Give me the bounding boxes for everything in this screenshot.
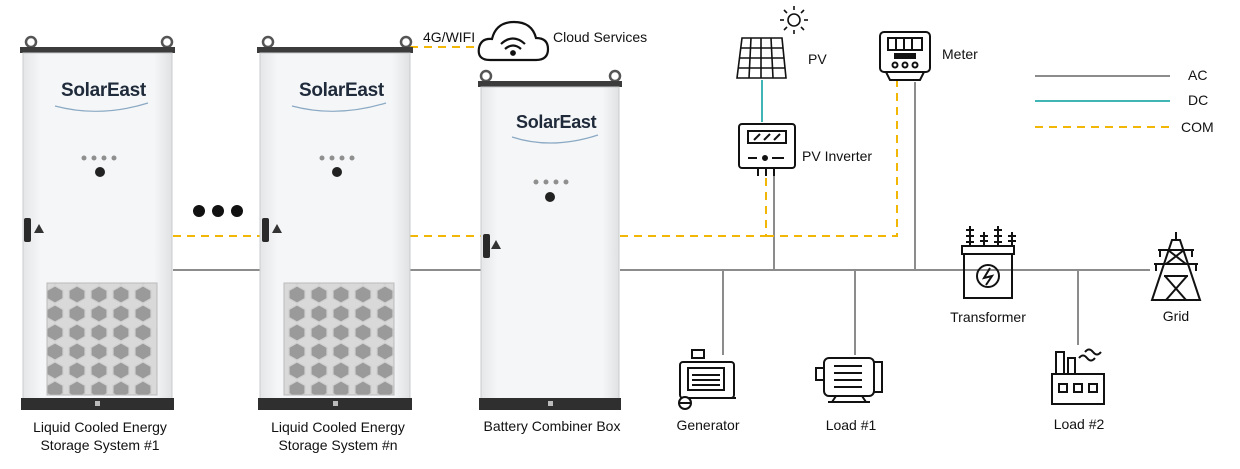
- combiner-label: Battery Combiner Box: [483, 418, 621, 434]
- door-handle-icon: [262, 218, 269, 242]
- ac-lines: [173, 82, 1150, 355]
- cloud-services-label: Cloud Services: [553, 29, 648, 45]
- meter-label: Meter: [942, 46, 978, 62]
- indicator-lights: [319, 155, 355, 161]
- legend-com-label: COM: [1181, 119, 1214, 135]
- essn-label: Liquid Cooled Energy Storage System #n: [258, 418, 418, 454]
- cloud-icon: [477, 20, 550, 62]
- warning-icon: [34, 224, 44, 233]
- com-lines: [173, 46, 898, 237]
- load2-label: Load #2: [1053, 416, 1105, 432]
- factory-load-icon: [1051, 348, 1105, 405]
- legend-ac-label: AC: [1188, 67, 1208, 83]
- transformer-icon: [961, 226, 1016, 299]
- meter-icon: [879, 31, 931, 81]
- emergency-stop-icon: [332, 167, 342, 177]
- cooling-vent-grille: [46, 282, 158, 396]
- ess-cabinet-1: [20, 35, 175, 410]
- ess1-label: Liquid Cooled Energy Storage System #1: [20, 418, 180, 454]
- emergency-stop-icon: [545, 192, 555, 202]
- legend-dc-label: DC: [1188, 92, 1209, 108]
- solar-panel-icon: [736, 37, 787, 79]
- sun-icon: [780, 6, 808, 34]
- indicator-lights: [533, 179, 569, 185]
- generator-label: Generator: [676, 417, 740, 433]
- grid-label: Grid: [1162, 308, 1190, 324]
- cooling-vent-grille: [283, 282, 395, 396]
- pv-inverter-label: PV Inverter: [802, 148, 873, 164]
- load1-label: Load #1: [825, 417, 877, 433]
- essn-label-line1: Liquid Cooled Energy: [271, 419, 405, 435]
- comm-link-label: 4G/WIFI: [423, 29, 476, 45]
- indicator-lights: [81, 155, 117, 161]
- legend-lines: [1035, 75, 1170, 128]
- warning-icon: [272, 224, 282, 233]
- essn-label-line2: Storage System #n: [278, 437, 398, 453]
- ess-cabinet-n: [257, 35, 413, 410]
- ess1-label-line2: Storage System #1: [40, 437, 160, 453]
- brand-logo: SolarEast: [299, 80, 384, 101]
- ellipsis-icon: [193, 205, 243, 217]
- brand-logo: SolarEast: [516, 112, 597, 132]
- battery-combiner-cabinet: [478, 69, 622, 410]
- emergency-stop-icon: [95, 167, 105, 177]
- brand-logo: SolarEast: [61, 80, 146, 101]
- ess1-label-line1: Liquid Cooled Energy: [33, 419, 167, 435]
- door-handle-icon: [483, 234, 490, 258]
- pv-inverter-icon: [738, 123, 796, 176]
- generator-icon: [678, 349, 736, 410]
- pv-label: PV: [808, 51, 827, 67]
- motor-load-icon: [815, 357, 883, 403]
- warning-icon: [491, 240, 501, 249]
- grid-pylon-icon: [1150, 232, 1202, 301]
- door-handle-icon: [24, 218, 31, 242]
- transformer-label: Transformer: [950, 309, 1026, 325]
